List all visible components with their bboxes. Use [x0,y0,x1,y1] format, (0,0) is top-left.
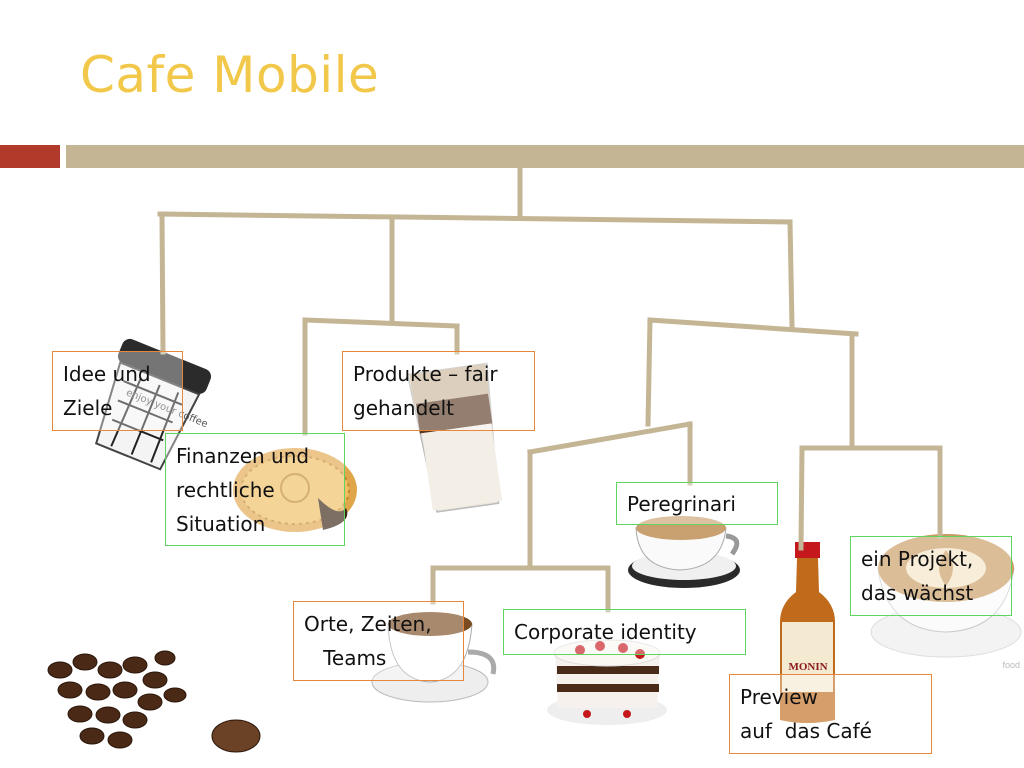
node-corporate-identity: Corporate identity [503,609,746,655]
node-orte-zeiten-teams: Orte, Zeiten, Teams [293,601,464,681]
accent-bar-red [0,145,60,168]
latte-glass-image [406,362,503,513]
latte-art-cup-image [870,534,1022,658]
espresso-cup-image [371,612,497,703]
cookie-image [233,448,357,532]
coffee-cup-to-go-image: enjoy your coffee [94,338,212,471]
node-produkte: Produkte – fair gehandelt [342,351,535,431]
node-idee-und-ziele: Idee und Ziele [52,351,183,431]
node-ein-projekt: ein Projekt, das wächst [850,536,1012,616]
node-preview: Preview auf das Café [729,674,932,754]
page-title: Cafe Mobile [80,46,380,104]
node-peregrinari: Peregrinari [616,482,778,525]
watermark-text: food [1002,660,1020,670]
cappuccino-cup-image [628,516,740,588]
syrup-brand-text: MONIN [788,661,827,673]
syrup-bottle-image: MONIN [780,542,835,723]
cake-image [547,639,667,725]
accent-bar-tan [66,145,1024,168]
coffee-beans-image [47,650,261,753]
node-finanzen: Finanzen und rechtliche Situation [165,433,345,546]
